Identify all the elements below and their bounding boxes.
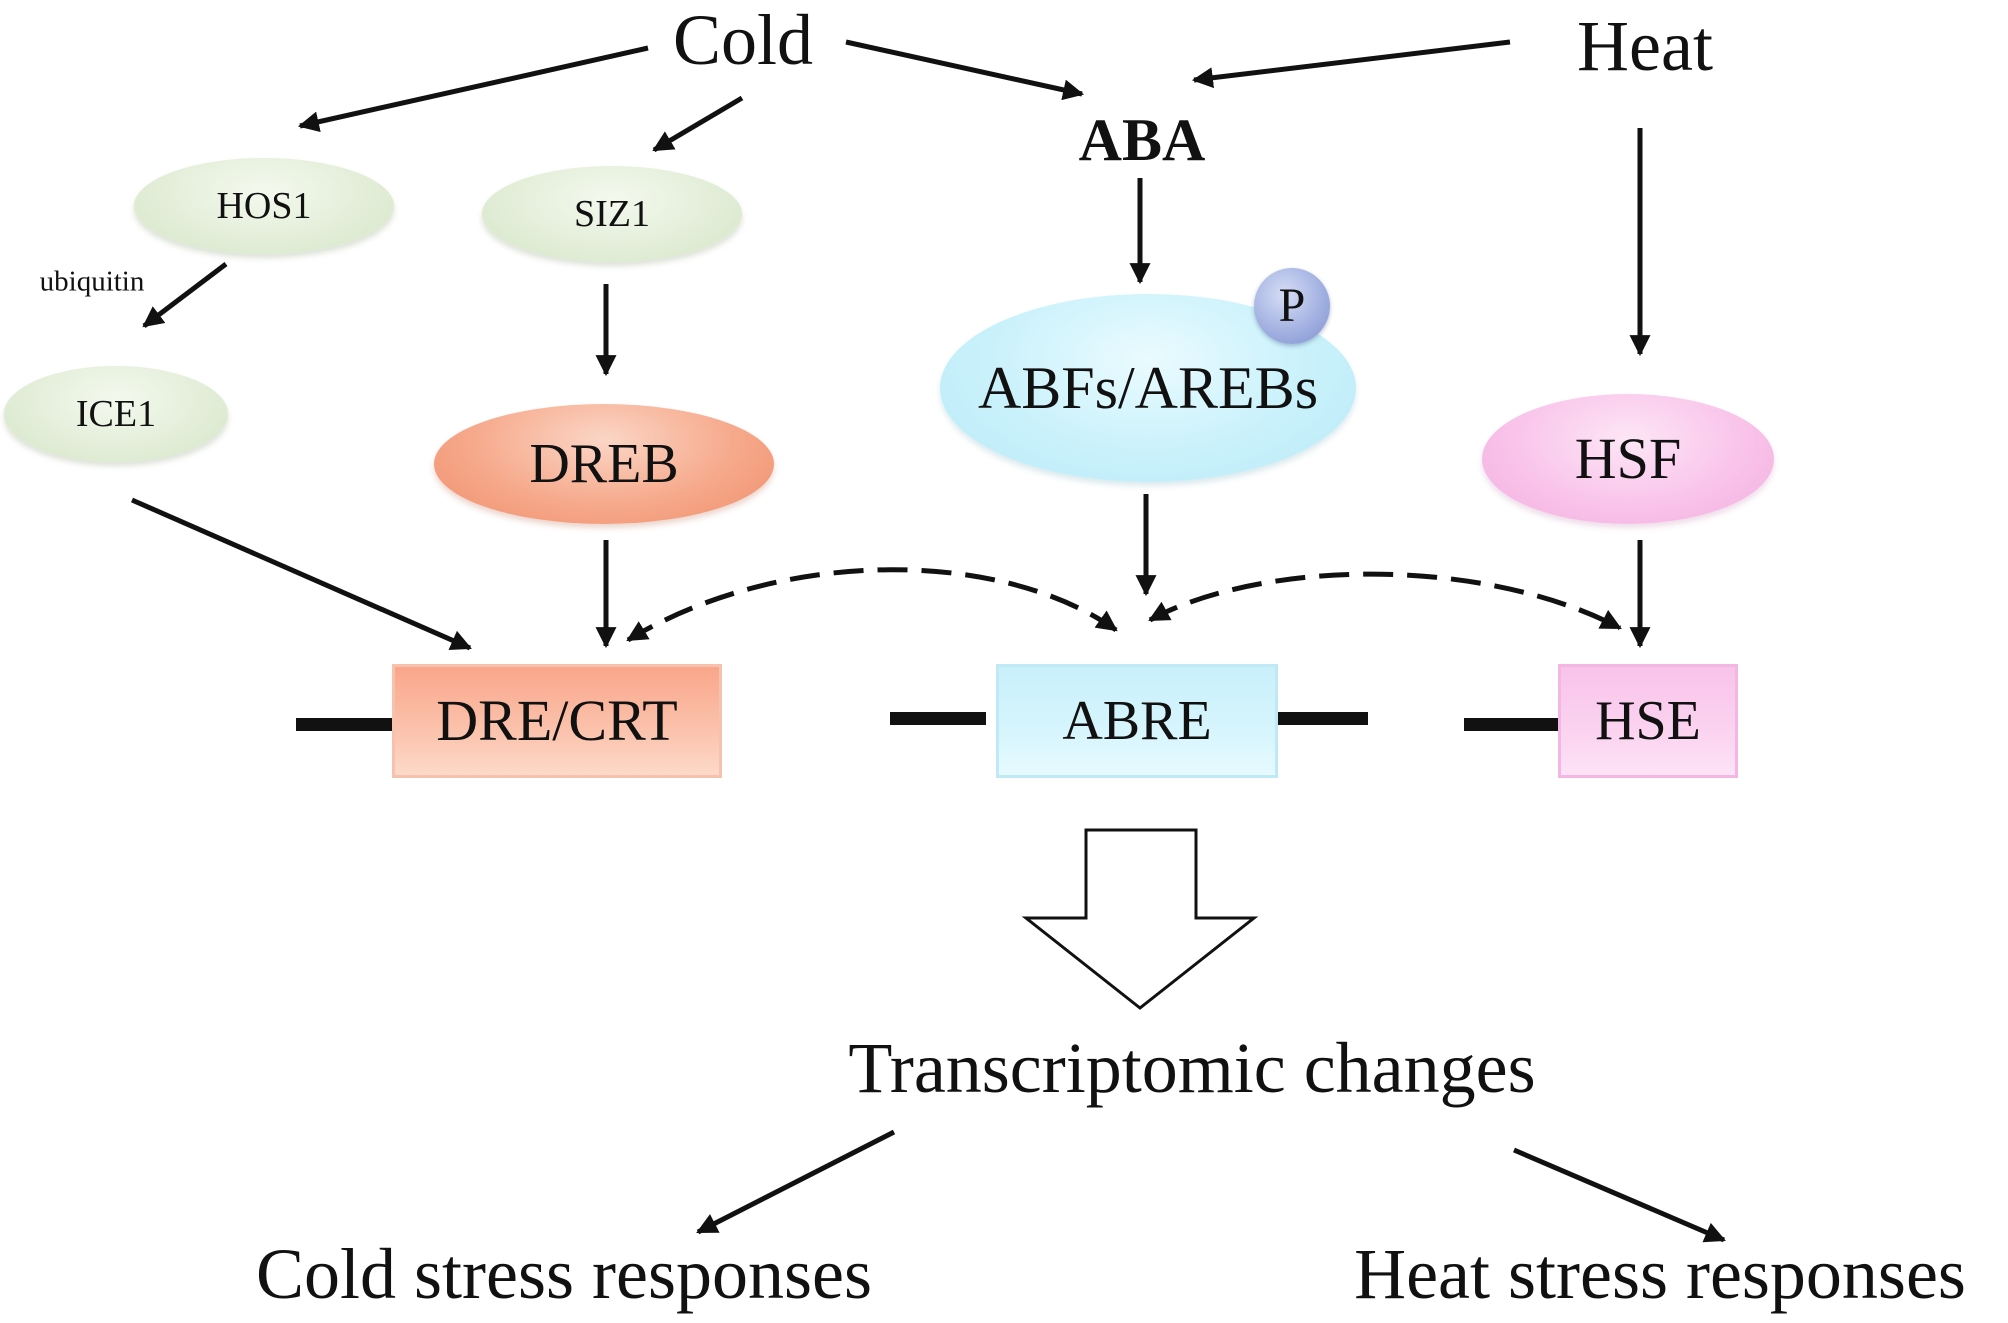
node-dreb-label: DREB	[529, 433, 679, 495]
element-hse-label: HSE	[1595, 690, 1701, 752]
node-hsf: HSF	[1482, 394, 1774, 524]
arrow-hos1-to-ice1	[142, 262, 228, 328]
element-abre: ABRE	[996, 664, 1278, 778]
dna-strand-middle-left	[890, 712, 986, 725]
dna-strand-right	[1464, 718, 1558, 731]
dna-strand-middle-right	[1272, 712, 1368, 725]
edge-label-ubiquitin: ubiquitin	[39, 265, 145, 298]
arrow-cold-to-hos1	[297, 45, 649, 133]
hormone-aba: ABA	[1078, 107, 1206, 173]
phosphorylation-badge-label: P	[1278, 279, 1306, 332]
node-hsf-label: HSF	[1574, 426, 1682, 491]
arrow-heat-to-aba	[1191, 39, 1511, 89]
element-dre-crt: DRE/CRT	[392, 664, 722, 778]
node-ice1: ICE1	[4, 366, 228, 462]
outcome-transcriptomic-changes: Transcriptomic changes	[848, 1028, 1536, 1108]
dashed-crosstalk-abre-to-dre-crt	[626, 567, 1118, 643]
element-dre-crt-label: DRE/CRT	[436, 688, 678, 753]
element-hse: HSE	[1558, 664, 1738, 778]
node-siz1: SIZ1	[482, 166, 742, 262]
dashed-crosstalk-abre-to-hse	[1148, 571, 1622, 631]
element-abre-label: ABRE	[1062, 690, 1212, 752]
node-dreb: DREB	[434, 404, 774, 524]
node-abfs-arebs: ABFs/AREBs	[940, 294, 1356, 482]
node-hos1-label: HOS1	[216, 185, 312, 227]
node-siz1-label: SIZ1	[574, 193, 650, 235]
node-abfs-arebs-label: ABFs/AREBs	[977, 355, 1319, 421]
arrow-transcriptomic-to-heat-response	[1513, 1147, 1726, 1243]
arrow-ice1-to-dre-crt	[130, 497, 472, 651]
node-ice1-label: ICE1	[75, 393, 157, 435]
stimulus-cold: Cold	[672, 0, 814, 80]
dna-strand-left	[296, 718, 392, 731]
outcome-cold-stress-responses: Cold stress responses	[256, 1234, 872, 1314]
arrow-cold-to-aba	[845, 39, 1085, 101]
arrow-transcriptomic-to-cold-response	[696, 1129, 896, 1235]
phosphorylation-badge: P	[1254, 268, 1330, 344]
stimulus-heat: Heat	[1577, 6, 1713, 86]
arrow-cold-to-siz1	[652, 95, 744, 153]
node-hos1: HOS1	[134, 158, 394, 254]
outcome-heat-stress-responses: Heat stress responses	[1354, 1234, 1966, 1314]
hollow-down-arrow	[1021, 828, 1259, 1010]
